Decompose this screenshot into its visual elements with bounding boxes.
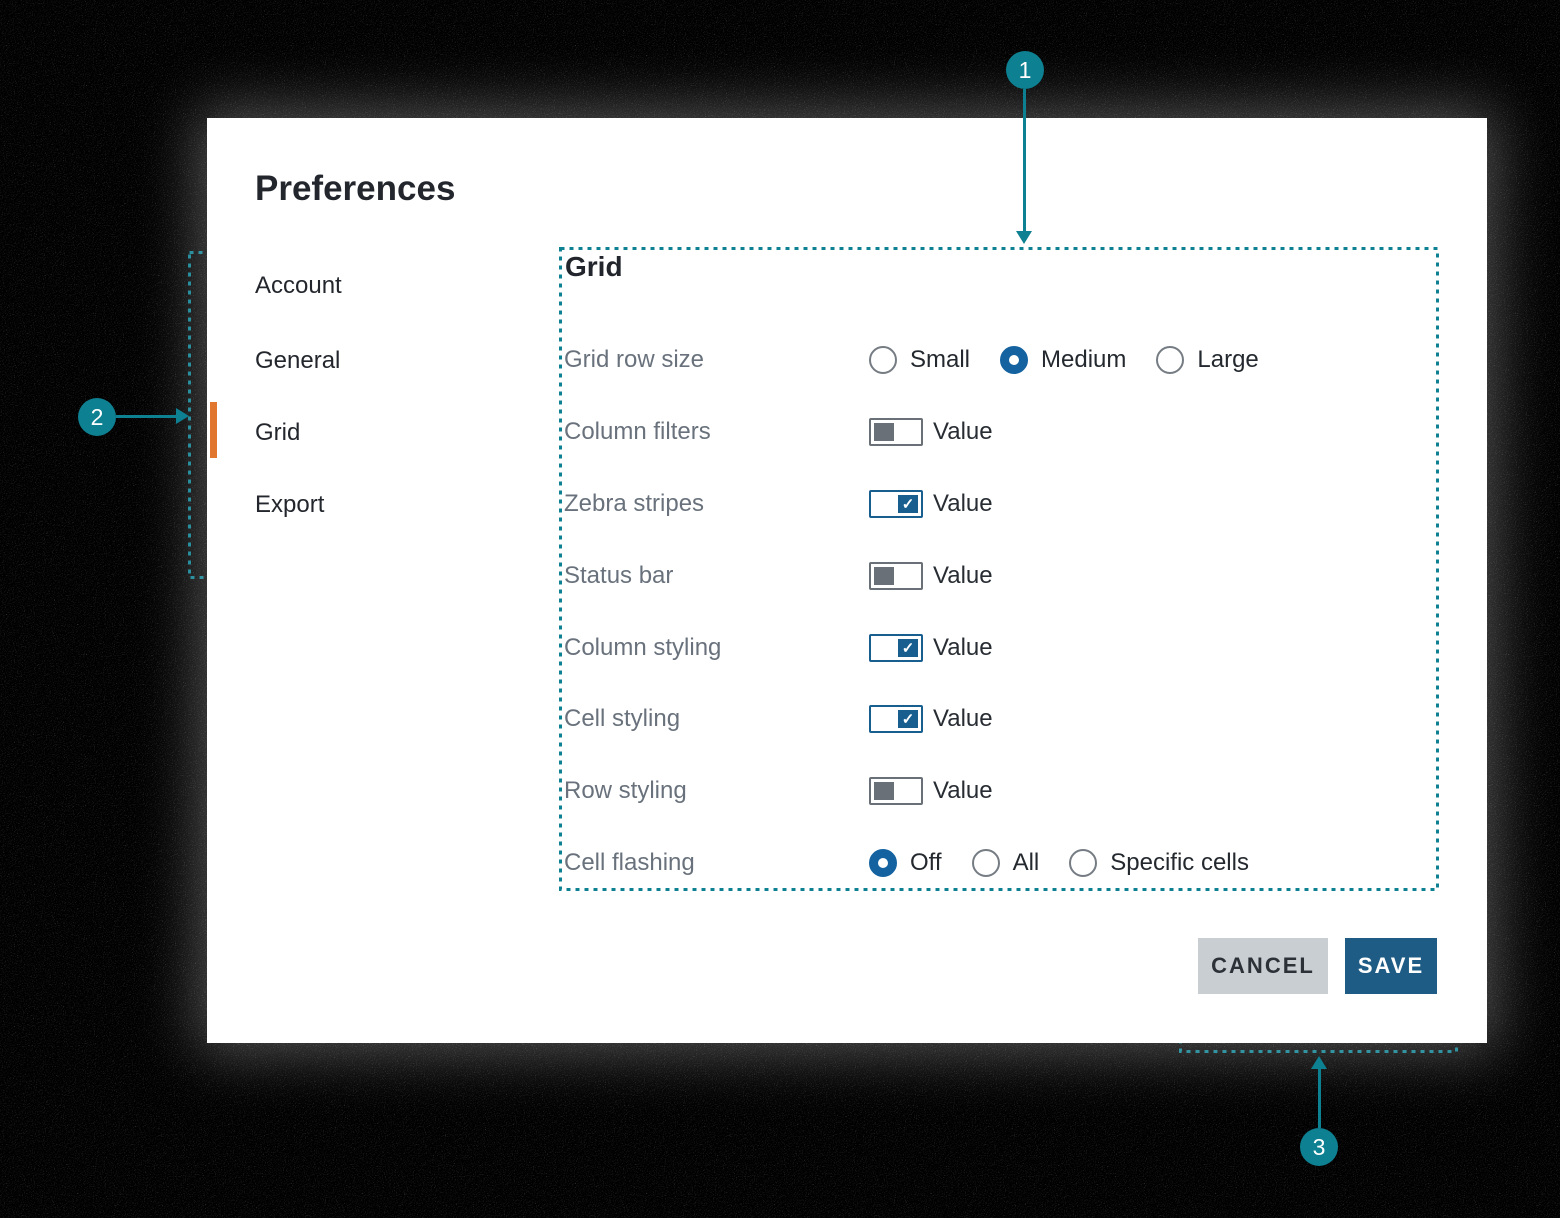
toggle-value-label: Value <box>933 418 993 445</box>
radio-small[interactable] <box>869 346 897 374</box>
setting-label: Zebra stripes <box>564 490 705 517</box>
setting-row-column-styling: Column styling ✓ Value <box>564 630 993 666</box>
annotation-2-badge: 2 <box>78 398 116 436</box>
toggle-knob <box>874 782 894 800</box>
setting-label: Grid row size <box>564 346 705 373</box>
radio-large[interactable] <box>1156 346 1185 374</box>
toggle-value-label: Value <box>933 490 993 517</box>
setting-row-zebra-stripes: Zebra stripes ✓ Value <box>564 486 993 522</box>
annotation-3-arrow-line <box>1318 1069 1321 1128</box>
sidebar-item-account[interactable]: Account <box>255 272 342 299</box>
toggle-knob <box>874 567 894 585</box>
setting-label: Cell flashing <box>564 849 695 876</box>
annotation-1-arrow-line <box>1023 89 1026 231</box>
toggle-zebra-stripes[interactable]: ✓ <box>869 490 923 518</box>
radio-all[interactable] <box>971 849 1000 877</box>
radio-specific-cells-label: Specific cells <box>1110 849 1249 876</box>
radio-small-label: Small <box>910 346 971 373</box>
setting-row-cell-flashing: Cell flashing Off All Specific cells <box>564 845 1279 881</box>
preferences-card: Preferences Account General Grid Export … <box>207 118 1487 1043</box>
toggle-cell-styling[interactable]: ✓ <box>869 705 923 733</box>
arrow-up-icon <box>1311 1056 1327 1069</box>
settings-panel-title: Grid <box>565 251 623 282</box>
radio-medium-label: Medium <box>1041 346 1127 373</box>
setting-label: Column filters <box>564 418 711 445</box>
setting-label: Status bar <box>564 562 674 589</box>
annotation-1-badge: 1 <box>1006 51 1044 89</box>
toggle-status-bar[interactable] <box>869 562 923 590</box>
check-icon: ✓ <box>898 710 918 728</box>
radio-all-label: All <box>1012 849 1040 876</box>
setting-row-status-bar: Status bar Value <box>564 558 993 594</box>
save-button[interactable]: SAVE <box>1345 938 1437 994</box>
radio-off-label: Off <box>910 849 942 876</box>
toggle-column-styling[interactable]: ✓ <box>869 634 923 662</box>
toggle-value-label: Value <box>933 634 993 661</box>
setting-row-grid-row-size: Grid row size Small Medium Large <box>564 342 1289 378</box>
setting-row-column-filters: Column filters Value <box>564 414 993 450</box>
arrow-right-icon <box>176 408 189 424</box>
sidebar-item-export[interactable]: Export <box>255 491 325 518</box>
toggle-value-label: Value <box>933 777 993 804</box>
setting-row-cell-styling: Cell styling ✓ Value <box>564 701 993 737</box>
radio-off[interactable] <box>869 849 897 877</box>
radio-specific-cells[interactable] <box>1069 849 1098 877</box>
toggle-value-label: Value <box>933 705 993 732</box>
toggle-column-filters[interactable] <box>869 418 923 446</box>
cancel-button[interactable]: CANCEL <box>1198 938 1328 994</box>
toggle-value-label: Value <box>933 562 993 589</box>
active-item-indicator <box>210 402 217 458</box>
annotation-2-arrow-line <box>116 415 176 418</box>
sidebar-item-general[interactable]: General <box>255 347 341 374</box>
setting-label: Column styling <box>564 634 722 661</box>
sidebar-item-grid[interactable]: Grid <box>255 419 301 446</box>
arrow-down-icon <box>1016 231 1032 244</box>
radio-large-label: Large <box>1197 346 1259 373</box>
toggle-knob <box>874 423 894 441</box>
check-icon: ✓ <box>898 495 918 513</box>
annotation-3-badge: 3 <box>1300 1128 1338 1166</box>
radio-medium[interactable] <box>1000 346 1029 374</box>
check-icon: ✓ <box>898 639 918 657</box>
setting-label: Cell styling <box>564 705 681 732</box>
setting-label: Row styling <box>564 777 687 804</box>
page-title: Preferences <box>255 169 456 208</box>
setting-row-row-styling: Row styling Value <box>564 773 993 809</box>
toggle-row-styling[interactable] <box>869 777 923 805</box>
